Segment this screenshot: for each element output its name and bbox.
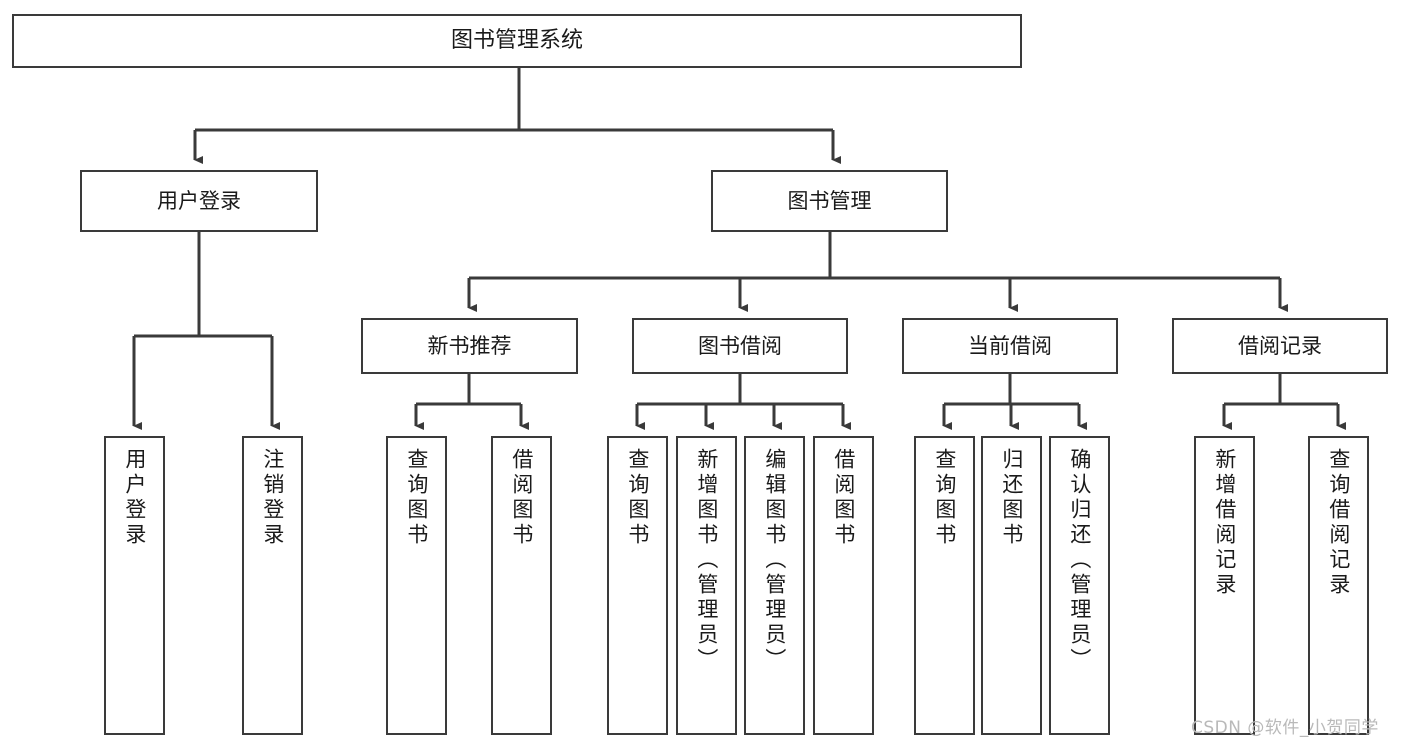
node-label: 新增图书（管理员） — [694, 448, 719, 673]
node-label: 借阅图书 — [831, 448, 856, 548]
node-label: 借阅图书 — [509, 448, 534, 548]
node-label: 用户登录 — [157, 188, 241, 213]
node-label: 新增借阅记录 — [1212, 448, 1237, 598]
node-current-borrow[interactable]: 当前借阅 — [902, 318, 1118, 374]
leaf-user-login-logout[interactable]: 注销登录 — [242, 436, 303, 735]
leaf-current-confirm-return-admin[interactable]: 确认归还（管理员） — [1049, 436, 1110, 735]
leaf-borrow-edit-book-admin[interactable]: 编辑图书（管理员） — [744, 436, 805, 735]
leaf-current-query-book[interactable]: 查询图书 — [914, 436, 975, 735]
leaf-borrow-query-book[interactable]: 查询图书 — [607, 436, 668, 735]
node-label: 图书借阅 — [698, 333, 782, 358]
node-label: 借阅记录 — [1238, 333, 1322, 358]
leaf-borrow-add-book-admin[interactable]: 新增图书（管理员） — [676, 436, 737, 735]
leaf-current-return-book[interactable]: 归还图书 — [981, 436, 1042, 735]
node-label: 查询图书 — [404, 448, 429, 548]
node-label: 用户登录 — [122, 448, 147, 548]
node-book-management[interactable]: 图书管理 — [711, 170, 948, 232]
leaf-user-login-login[interactable]: 用户登录 — [104, 436, 165, 735]
leaf-record-query-record[interactable]: 查询借阅记录 — [1308, 436, 1369, 735]
node-label: 查询图书 — [625, 448, 650, 548]
node-label: 当前借阅 — [968, 333, 1052, 358]
node-book-borrow[interactable]: 图书借阅 — [632, 318, 848, 374]
node-label: 注销登录 — [260, 448, 285, 548]
leaf-record-add-record[interactable]: 新增借阅记录 — [1194, 436, 1255, 735]
leaf-borrow-borrow-book[interactable]: 借阅图书 — [813, 436, 874, 735]
node-label: 确认归还（管理员） — [1067, 448, 1092, 673]
node-label: 查询图书 — [932, 448, 957, 548]
node-label: 新书推荐 — [427, 333, 512, 358]
node-user-login[interactable]: 用户登录 — [80, 170, 318, 232]
leaf-recommend-borrow-book[interactable]: 借阅图书 — [491, 436, 552, 735]
node-label: 编辑图书（管理员） — [762, 448, 787, 673]
node-label: 查询借阅记录 — [1326, 448, 1351, 598]
leaf-recommend-query-book[interactable]: 查询图书 — [386, 436, 447, 735]
node-label: 归还图书 — [999, 448, 1024, 548]
node-root-system[interactable]: 图书管理系统 — [12, 14, 1022, 68]
node-new-book-recommend[interactable]: 新书推荐 — [361, 318, 578, 374]
watermark: CSDN @软件_小贺同学 — [1191, 718, 1379, 738]
node-label: 图书管理 — [787, 188, 872, 213]
node-borrow-record[interactable]: 借阅记录 — [1172, 318, 1388, 374]
node-label: 图书管理系统 — [450, 28, 583, 53]
